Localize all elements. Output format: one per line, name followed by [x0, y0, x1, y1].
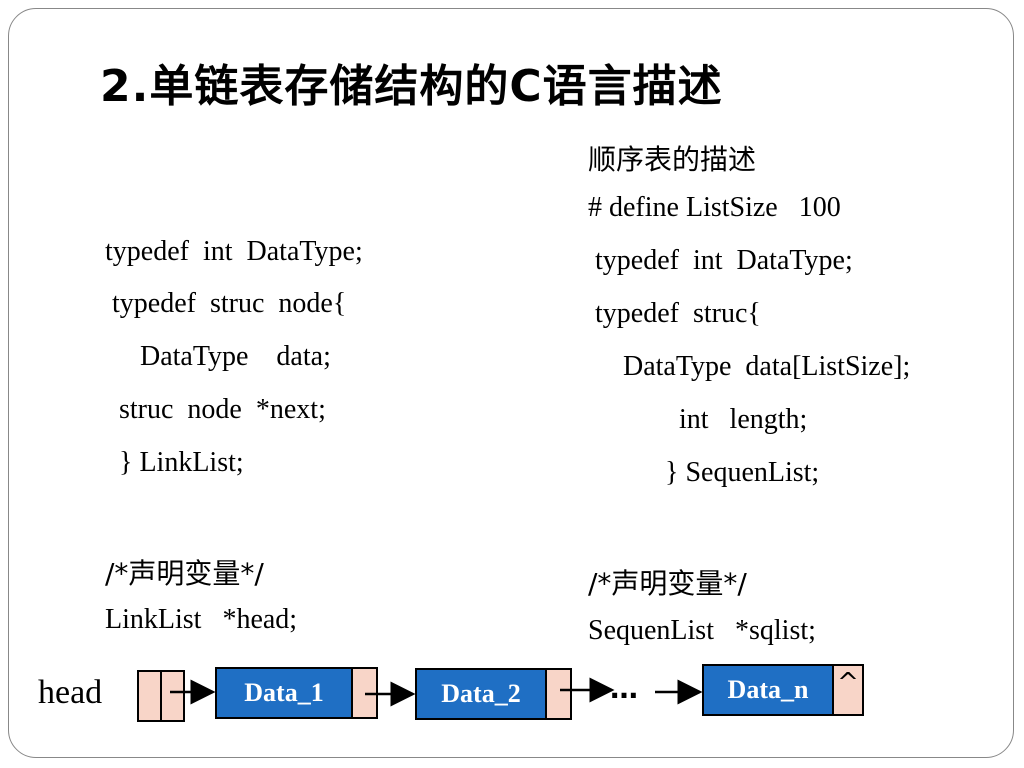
- slide-title: 2.单链表存储结构的C语言描述: [100, 61, 723, 112]
- head-pointer-cell-left: [137, 670, 162, 722]
- left-code-line-5: } LinkList;: [105, 447, 244, 478]
- ellipsis: …: [610, 672, 638, 705]
- left-code-line-2: typedef struc node{: [105, 288, 347, 319]
- node-1-label: Data_1: [244, 678, 324, 707]
- right-code-line-6: } SequenList;: [588, 457, 820, 488]
- left-code-line-3: DataType data;: [105, 341, 331, 372]
- left-code-line-1: typedef int DataType;: [105, 236, 363, 267]
- right-code-line-2: typedef int DataType;: [588, 245, 853, 276]
- right-code-line-1: # define ListSize 100: [588, 192, 841, 223]
- right-declaration: SequenList *sqlist;: [588, 615, 816, 646]
- node-n-data: Data_n: [702, 664, 834, 716]
- node-n-null: ^: [832, 664, 864, 716]
- right-code-line-4: DataType data[ListSize];: [588, 351, 911, 382]
- null-marker: ^: [837, 668, 859, 698]
- left-declaration: LinkList *head;: [105, 604, 298, 635]
- node-2-label: Data_2: [441, 679, 521, 708]
- head-label: head: [38, 674, 103, 711]
- left-comment: /*声明变量*/: [105, 557, 264, 590]
- head-pointer-cell-right: [160, 670, 185, 722]
- slide-frame: [8, 8, 1014, 758]
- right-comment: /*声明变量*/: [588, 567, 747, 600]
- node-2-data: Data_2: [415, 668, 547, 720]
- node-n-label: Data_n: [727, 675, 809, 704]
- node-2-next: [545, 668, 572, 720]
- left-code-line-4: struc node *next;: [105, 394, 326, 425]
- right-code-line-3: typedef struc{: [588, 298, 761, 329]
- right-heading: 顺序表的描述: [588, 143, 757, 176]
- right-code-line-5: int length;: [588, 404, 808, 435]
